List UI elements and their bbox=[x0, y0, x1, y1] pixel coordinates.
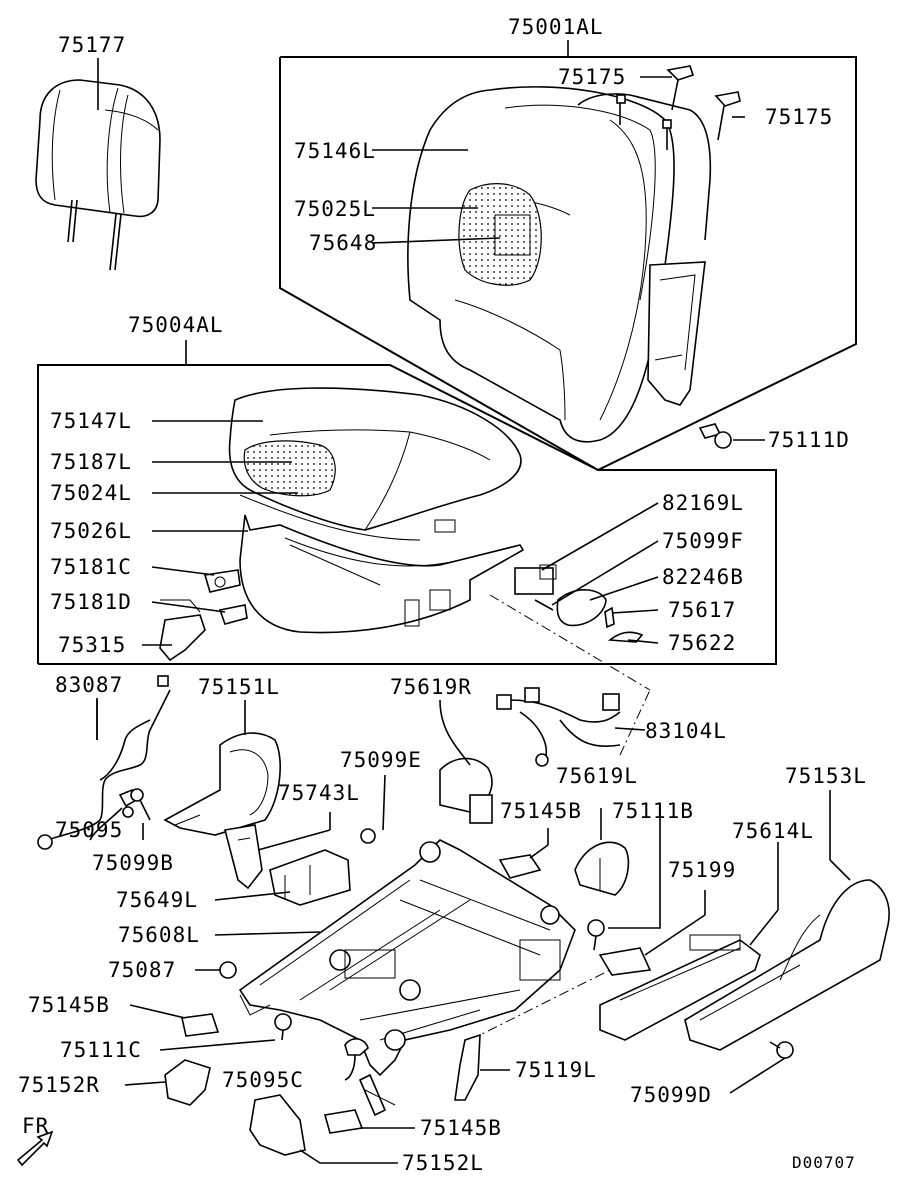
label-75743L: 75743L bbox=[278, 781, 360, 805]
label-83104L: 83104L bbox=[645, 719, 727, 743]
bolt-75111C-drawing bbox=[159, 1013, 292, 1051]
screw-75099B-drawing bbox=[130, 788, 151, 840]
label-75145B-left: 75145B bbox=[28, 993, 110, 1017]
seatback-assembly-drawing bbox=[279, 40, 857, 472]
label-75175-upper: 75175 bbox=[558, 65, 626, 89]
cover-75619L-drawing bbox=[574, 808, 630, 896]
headrest-drawing bbox=[35, 58, 161, 271]
pad-75199-drawing bbox=[598, 890, 706, 976]
recliner-cover-drawing bbox=[163, 700, 281, 836]
harness-83104L-drawing bbox=[496, 687, 646, 767]
bracket-75649L-drawing bbox=[214, 849, 351, 906]
label-75614L: 75614L bbox=[732, 819, 814, 843]
label-75004AL: 75004AL bbox=[128, 313, 224, 337]
label-75001AL: 75001AL bbox=[508, 15, 604, 39]
label-75151L: 75151L bbox=[198, 675, 280, 699]
label-75608L: 75608L bbox=[118, 923, 200, 947]
part-number-labels: 75177 75001AL 75175 75175 75146L 75025L … bbox=[18, 15, 867, 1175]
label-75153L: 75153L bbox=[785, 764, 867, 788]
cover-75152L-drawing bbox=[249, 1094, 398, 1164]
label-75619L: 75619L bbox=[556, 764, 638, 788]
label-75622: 75622 bbox=[668, 631, 736, 655]
clip-75095C-drawing bbox=[344, 1038, 369, 1081]
cover-75619R-drawing bbox=[439, 699, 493, 824]
label-75099F: 75099F bbox=[662, 529, 744, 553]
label-75152R: 75152R bbox=[18, 1073, 100, 1097]
label-75099B: 75099B bbox=[92, 851, 174, 875]
label-75187L: 75187L bbox=[50, 450, 132, 474]
seat-cushion-assembly-drawing bbox=[37, 340, 777, 665]
label-83087: 83087 bbox=[55, 673, 123, 697]
label-75119L: 75119L bbox=[515, 1058, 597, 1082]
label-75619R: 75619R bbox=[390, 675, 472, 699]
label-82169L: 82169L bbox=[662, 491, 744, 515]
pad-75145B-left-drawing bbox=[129, 1004, 220, 1037]
label-75095C: 75095C bbox=[222, 1068, 304, 1092]
label-75147L: 75147L bbox=[50, 409, 132, 433]
front-direction-arrow bbox=[16, 1130, 54, 1167]
label-82246B: 82246B bbox=[662, 565, 744, 589]
label-75145B-upper: 75145B bbox=[500, 799, 582, 823]
label-75145B-lower: 75145B bbox=[420, 1116, 502, 1140]
bolt-75111B-drawing bbox=[587, 808, 661, 951]
label-75152L: 75152L bbox=[402, 1151, 484, 1175]
direction-label: FR bbox=[22, 1114, 49, 1138]
label-75315: 75315 bbox=[58, 633, 126, 657]
seat-rail-mechanism-drawing bbox=[214, 839, 576, 1117]
belt-buckle-drawing bbox=[224, 812, 331, 890]
label-75199: 75199 bbox=[668, 858, 736, 882]
screw-75099D-drawing bbox=[729, 1041, 794, 1094]
label-75099D: 75099D bbox=[630, 1083, 712, 1107]
label-75146L: 75146L bbox=[294, 139, 376, 163]
label-75095: 75095 bbox=[55, 818, 123, 842]
label-75617: 75617 bbox=[668, 598, 736, 622]
label-75026L: 75026L bbox=[50, 519, 132, 543]
label-75024L: 75024L bbox=[50, 481, 132, 505]
bracket-75119L-drawing bbox=[454, 1033, 510, 1101]
pad-75145B-lower-drawing bbox=[323, 1109, 415, 1134]
label-75175-right: 75175 bbox=[765, 105, 833, 129]
cover-75152R-drawing bbox=[124, 1059, 211, 1106]
label-75181D: 75181D bbox=[50, 590, 132, 614]
screw-75099E-drawing bbox=[360, 774, 386, 844]
side-cover-75614L-drawing bbox=[599, 842, 779, 1041]
leader-lines bbox=[96, 76, 745, 740]
label-75649L: 75649L bbox=[116, 888, 198, 912]
nut-75087-drawing bbox=[195, 961, 237, 979]
label-75111D: 75111D bbox=[768, 428, 850, 452]
side-shield-75153L-drawing bbox=[684, 790, 890, 1051]
label-75181C: 75181C bbox=[50, 555, 132, 579]
drawing-code: D00707 bbox=[792, 1153, 856, 1172]
label-75648: 75648 bbox=[309, 231, 377, 255]
pad-75145B-upper-drawing bbox=[498, 828, 549, 879]
label-75111B: 75111B bbox=[612, 799, 694, 823]
label-75025L: 75025L bbox=[294, 197, 376, 221]
label-75087: 75087 bbox=[108, 958, 176, 982]
label-75177: 75177 bbox=[58, 33, 126, 57]
label-75099E: 75099E bbox=[340, 748, 422, 772]
seatback-bolt-drawing bbox=[698, 423, 765, 449]
label-75111C: 75111C bbox=[60, 1038, 142, 1062]
